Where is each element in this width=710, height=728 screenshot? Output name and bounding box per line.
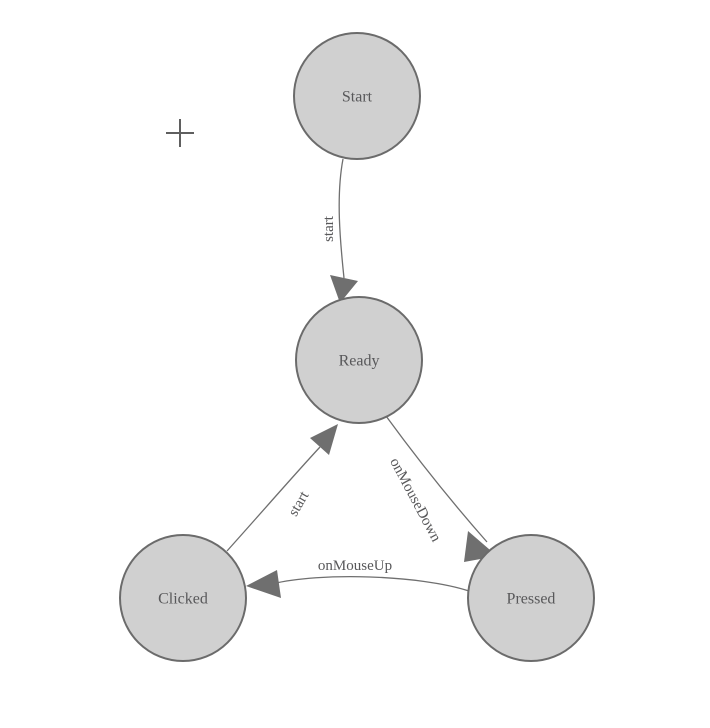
node-circle[interactable] bbox=[467, 534, 595, 662]
crosshair-icon bbox=[166, 119, 194, 147]
node-label: Clicked bbox=[158, 591, 208, 608]
edge-start-to-ready[interactable]: start bbox=[321, 158, 358, 303]
node-label: Pressed bbox=[507, 591, 556, 608]
node-circle[interactable] bbox=[295, 296, 423, 424]
edge-label-start-return: start bbox=[286, 488, 313, 519]
node-ready[interactable]: Ready bbox=[295, 296, 423, 424]
edge-label-onmouseup: onMouseUp bbox=[318, 558, 392, 574]
node-pressed[interactable]: Pressed bbox=[467, 534, 595, 662]
node-start[interactable]: Start bbox=[293, 32, 421, 160]
node-circle[interactable] bbox=[119, 534, 247, 662]
edge-pressed-to-clicked[interactable]: onMouseUp bbox=[246, 558, 470, 598]
arrowhead-icon bbox=[310, 424, 338, 455]
edge-label-start: start bbox=[321, 215, 337, 242]
node-label: Start bbox=[342, 89, 373, 106]
edge-label-onmousedown: onMouseDown bbox=[386, 455, 444, 545]
node-label: Ready bbox=[339, 353, 380, 370]
edge-ready-to-pressed[interactable]: onMouseDown bbox=[385, 415, 497, 562]
edge-line bbox=[338, 158, 345, 279]
node-clicked[interactable]: Clicked bbox=[119, 534, 247, 662]
edge-clicked-to-ready[interactable]: start bbox=[226, 424, 338, 552]
node-circle[interactable] bbox=[293, 32, 421, 160]
edge-line bbox=[385, 415, 488, 543]
arrowhead-icon bbox=[330, 275, 358, 303]
arrowhead-icon bbox=[246, 570, 281, 598]
edge-line bbox=[271, 576, 470, 592]
edge-line bbox=[226, 446, 321, 552]
